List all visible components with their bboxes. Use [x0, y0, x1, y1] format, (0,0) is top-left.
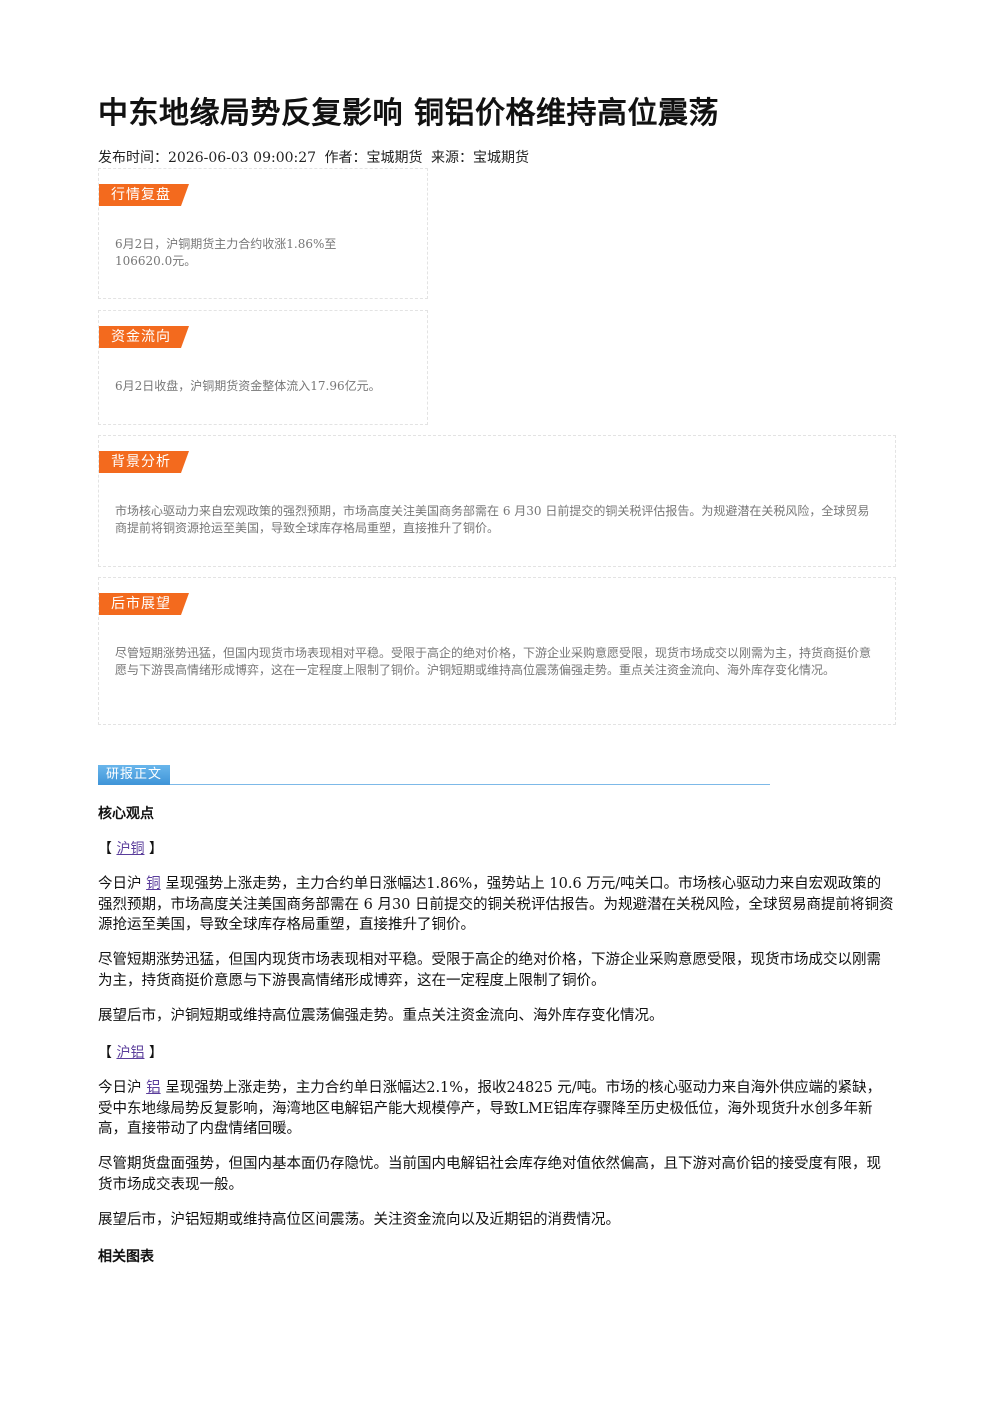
- card-tag-fund-flow: 资金流向: [99, 326, 189, 348]
- aluminum-section-heading: 【 沪铝 】: [98, 1042, 163, 1062]
- card-tag-background-analysis: 背景分析: [99, 451, 189, 473]
- card-tag-outlook: 后市展望: [99, 593, 189, 615]
- publish-time: 2026-06-03 09:00:27: [168, 150, 317, 166]
- card-background-analysis: 背景分析 市场核心驱动力来自宏观政策的强烈预期，市场高度关注美国商务部需在 6 …: [98, 435, 896, 567]
- bracket-close: 】: [148, 1045, 163, 1061]
- report-divider: [170, 784, 770, 785]
- aluminum-paragraph-3: 展望后市，沪铝短期或维持高位区间震荡。关注资金流向以及近期铝的消费情况。: [98, 1212, 620, 1228]
- source-label: 来源：: [430, 150, 473, 166]
- aluminum-p1-prefix: 今日沪: [98, 1080, 142, 1096]
- aluminum-paragraph-1: 今日沪 铝 呈现强势上涨走势，主力合约单日涨幅达2.1%，报收24825 元/吨…: [98, 1078, 894, 1140]
- aluminum-paragraph-2: 尽管期货盘面强势，但国内基本面仍存隐忧。当前国内电解铝社会库存绝对值依然偏高，且…: [98, 1156, 881, 1193]
- copper-paragraph-1: 今日沪 铜 呈现强势上涨走势，主力合约单日涨幅达1.86%，强势站上 10.6 …: [98, 874, 894, 936]
- bracket-close: 】: [148, 841, 163, 857]
- report-tag: 研报正文: [98, 765, 171, 785]
- card-tag-market-review: 行情复盘: [99, 184, 189, 206]
- card-market-review: 行情复盘 6月2日，沪铜期货主力合约收涨1.86%至106620.0元。: [98, 168, 428, 299]
- copper-p1-rest: 呈现强势上涨走势，主力合约单日涨幅达1.86%，强势站上 10.6 万元/吨关口…: [98, 876, 894, 933]
- aluminum-link[interactable]: 沪铝: [116, 1045, 145, 1061]
- bracket-open: 【: [98, 841, 112, 857]
- aluminum-inline-link[interactable]: 铝: [146, 1080, 161, 1096]
- related-charts-heading: 相关图表: [98, 1249, 154, 1265]
- card-fund-flow: 资金流向 6月2日收盘，沪铜期货资金整体流入17.96亿元。: [98, 310, 428, 425]
- copper-link[interactable]: 沪铜: [116, 841, 145, 857]
- copper-paragraph-3: 展望后市，沪铜短期或维持高位震荡偏强走势。重点关注资金流向、海外库存变化情况。: [98, 1008, 664, 1024]
- author-name: 宝城期货: [366, 150, 423, 166]
- card-text-outlook: 尽管短期涨势迅猛，但国内现货市场表现相对平稳。受限于高企的绝对价格，下游企业采购…: [115, 646, 872, 677]
- card-outlook: 后市展望 尽管短期涨势迅猛，但国内现货市场表现相对平稳。受限于高企的绝对价格，下…: [98, 577, 896, 725]
- copper-inline-link[interactable]: 铜: [146, 876, 161, 892]
- article-title: 中东地缘局势反复影响 铜铝价格维持高位震荡: [98, 96, 719, 131]
- author-label: 作者：: [324, 150, 367, 166]
- copper-section-heading: 【 沪铜 】: [98, 838, 163, 858]
- copper-p1-prefix: 今日沪: [98, 876, 142, 892]
- report-section-header: 研报正文: [98, 765, 770, 787]
- card-text-market-review: 6月2日，沪铜期货主力合约收涨1.86%至106620.0元。: [115, 237, 337, 268]
- copper-paragraph-2: 尽管短期涨势迅猛，但国内现货市场表现相对平稳。受限于高企的绝对价格，下游企业采购…: [98, 952, 881, 989]
- source-name: 宝城期货: [472, 150, 529, 166]
- publish-label: 发布时间：: [98, 150, 168, 166]
- core-view-heading: 核心观点: [98, 806, 154, 822]
- card-text-fund-flow: 6月2日收盘，沪铜期货资金整体流入17.96亿元。: [115, 379, 381, 393]
- bracket-open: 【: [98, 1045, 112, 1061]
- aluminum-p1-rest: 呈现强势上涨走势，主力合约单日涨幅达2.1%，报收24825 元/吨。市场的核心…: [98, 1080, 882, 1137]
- card-text-background-analysis: 市场核心驱动力来自宏观政策的强烈预期，市场高度关注美国商务部需在 6 月30 日…: [115, 504, 870, 535]
- article-meta: 发布时间：2026-06-03 09:00:27 作者：宝城期货 来源：宝城期货: [98, 147, 533, 167]
